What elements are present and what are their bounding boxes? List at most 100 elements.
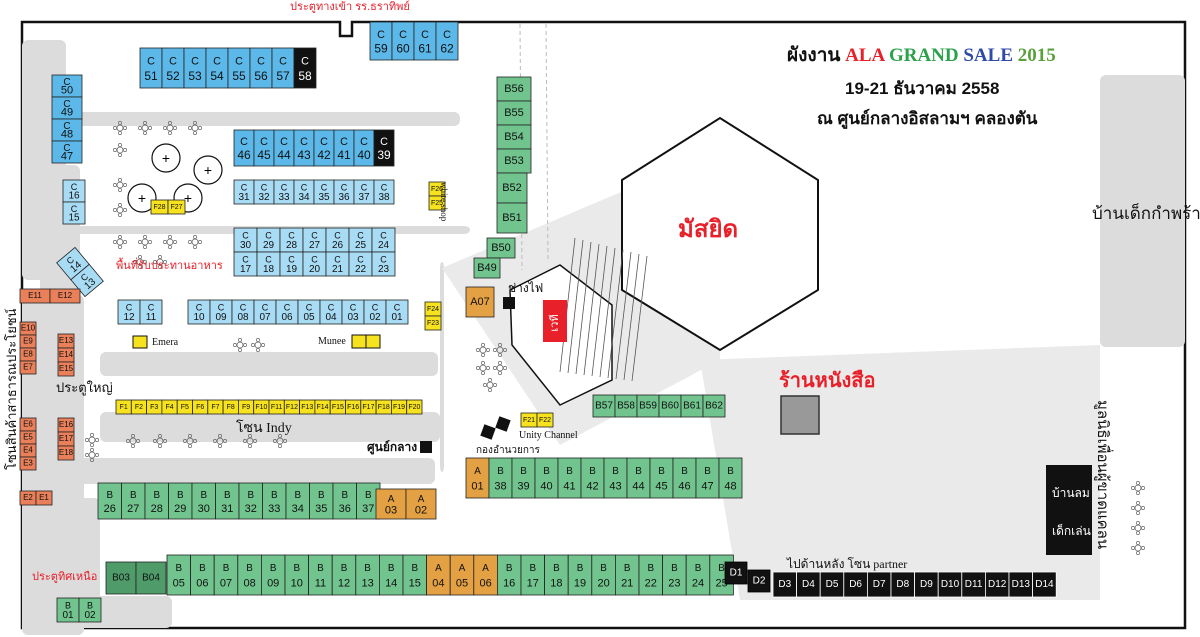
booth-f24: F24 — [424, 301, 442, 317]
booth-prefix: C — [321, 183, 328, 193]
table-plus: + — [184, 190, 192, 206]
title-year: 2015 — [1017, 45, 1056, 66]
booth-label: D3 — [778, 579, 791, 590]
stage-seating-line — [623, 253, 640, 381]
entrance-top-label: ประตูทางเข้า รร.ธราทิพย์ — [290, 1, 410, 13]
booth-label: B61 — [683, 401, 701, 412]
booth-label: D12 — [988, 579, 1007, 590]
title-word-ala: ALA — [845, 45, 885, 66]
booth-number: 22 — [355, 264, 367, 275]
booth-b09: B09 — [260, 554, 286, 596]
booth-label: E8 — [23, 350, 33, 359]
booth-c23: C23 — [371, 251, 396, 277]
booth-label: E6 — [23, 420, 33, 429]
booth-b22: B22 — [638, 554, 664, 596]
booth-number: 06 — [196, 578, 208, 590]
booth-prefix: B — [318, 490, 325, 501]
booth-d8: D8 — [890, 571, 916, 598]
booth-label: F5 — [181, 404, 189, 411]
booth-number: 40 — [540, 481, 552, 493]
booth-number: 05 — [173, 578, 185, 590]
booth-c07: C07 — [253, 299, 277, 325]
booth-c57: C57 — [271, 47, 295, 89]
booth-number: 26 — [332, 240, 344, 251]
booth-prefix: C — [213, 55, 221, 67]
booth-label: E17 — [59, 434, 74, 443]
booth-number: 48 — [724, 481, 736, 493]
booth-f23: F23 — [424, 315, 442, 331]
booth-number: 47 — [701, 481, 713, 493]
booth-prefix: C — [334, 255, 341, 265]
booth-c43: C43 — [293, 129, 315, 167]
booth-number: 54 — [210, 69, 224, 83]
walkway — [100, 412, 440, 442]
booth-number: 21 — [332, 264, 344, 275]
booth-c21: C21 — [325, 251, 350, 277]
booth-b49: B49 — [473, 257, 501, 279]
booth-prefix: B — [412, 563, 419, 574]
booth-e13: E13 — [57, 333, 75, 349]
booth-number: 10 — [291, 578, 303, 590]
booth-a06: A06 — [473, 554, 498, 596]
booth-label: D5 — [826, 579, 839, 590]
booth-prefix: A — [388, 494, 395, 505]
stage-seating-line — [599, 247, 616, 378]
stage-seating-line — [615, 251, 632, 380]
booth-b05: B05 — [166, 554, 192, 596]
booth-prefix: C — [380, 255, 387, 265]
map-title: ผังงาน ALA GRAND SALE 2015 — [787, 46, 1056, 65]
booth-c58: C58 — [293, 47, 317, 89]
booth-label: B56 — [504, 83, 524, 95]
booth-c48: C48 — [51, 118, 83, 142]
booth-b27: B27 — [121, 482, 146, 520]
booth-prefix: C — [63, 121, 70, 132]
booth-number: 40 — [357, 148, 371, 162]
walkway — [440, 262, 444, 472]
booth-number: 07 — [259, 312, 271, 323]
table-plus: + — [204, 162, 212, 178]
booth-prefix: B — [246, 563, 253, 574]
booth-number: 22 — [645, 578, 657, 590]
exhibition-zone-label: โซนสินค้าสาธารณประโยชน์ — [4, 308, 19, 470]
booth-b38: B38 — [488, 457, 513, 499]
booth-label: B04 — [142, 573, 160, 584]
booth-b14: B14 — [378, 554, 404, 596]
booth-b10: B 10 — [284, 554, 310, 596]
booth-prefix: B — [577, 563, 584, 574]
booth-prefix: C — [63, 143, 70, 154]
booth-prefix: B — [695, 563, 702, 574]
booth-b37: B37 — [356, 482, 381, 520]
booth-number: 38 — [494, 481, 506, 493]
booth-b01: B01 — [56, 597, 80, 623]
booth-prefix: C — [394, 303, 401, 313]
booth-cell — [135, 561, 167, 595]
booth-cell — [496, 100, 532, 126]
booth-prefix: B — [294, 563, 301, 574]
booth-prefix: C — [381, 183, 388, 193]
booth-f19: F19 — [390, 399, 408, 415]
booth-prefix: C — [240, 303, 247, 313]
booth-label: F10 — [255, 404, 267, 411]
title-word-grand: GRAND — [888, 45, 959, 66]
booth-number: 01 — [62, 610, 74, 621]
bookstore-box — [780, 395, 820, 435]
booth-prefix: B — [520, 466, 527, 477]
booth-cell — [35, 490, 53, 506]
booth-prefix: C — [169, 55, 177, 67]
stage-seating-line — [607, 249, 624, 379]
booth-cell — [371, 251, 396, 277]
booth-cell — [167, 199, 186, 215]
booth-d14: D14 — [1032, 571, 1057, 598]
booth-b45: B45 — [649, 457, 674, 499]
booth-prefix: C — [284, 303, 291, 313]
booth-prefix: B — [199, 563, 206, 574]
booth-d10: D10 — [937, 571, 963, 598]
booth-c34: C34 — [293, 179, 315, 205]
booth-prefix: C — [328, 303, 335, 313]
mosque-building — [621, 116, 819, 352]
booth-c27: C27 — [302, 227, 327, 253]
booth-prefix: C — [257, 55, 265, 67]
booth-label: F13 — [301, 404, 313, 411]
booth-b24: B24 — [685, 554, 711, 596]
